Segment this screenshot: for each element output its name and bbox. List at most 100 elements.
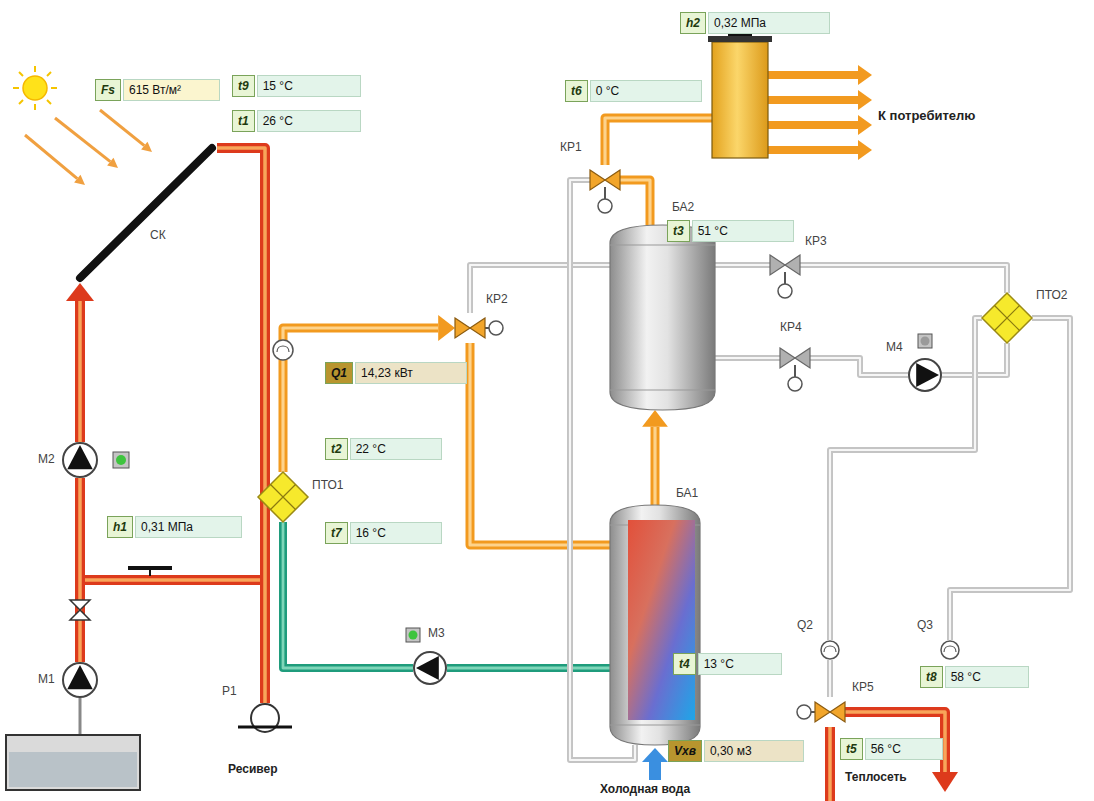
equipment-label: КР4	[780, 320, 802, 335]
valve-symbol-outline	[770, 250, 800, 280]
sensor-readout: t222 °C	[325, 438, 442, 460]
storage-tank-outline	[610, 505, 700, 745]
pipe-wall	[217, 148, 265, 703]
sensor-readout: h20,32 МПа	[680, 12, 830, 34]
valve-body	[815, 702, 830, 722]
storage-tank: БА1	[610, 505, 700, 745]
pipe-wall	[715, 355, 780, 361]
valve-stem	[784, 272, 786, 284]
pipe	[605, 118, 712, 165]
valve-symbol: КР3	[770, 250, 800, 280]
pipe-wall	[827, 660, 833, 697]
sensor-readout: t556 °C	[840, 738, 943, 760]
pipe	[642, 410, 668, 505]
valve-symbol: КР1	[590, 165, 620, 195]
tank-seam	[610, 245, 715, 390]
pipe-core	[217, 148, 265, 703]
equipment-label: КР2	[486, 292, 508, 307]
pipe-arrowhead	[438, 315, 455, 341]
pipe	[715, 265, 770, 266]
consumer-arrows	[768, 65, 872, 160]
pipe-core	[950, 318, 1070, 640]
bypass-pipe	[80, 580, 265, 581]
valve-actuator	[797, 705, 811, 719]
readout-value: 56 °C	[865, 738, 943, 760]
pipe	[620, 180, 650, 225]
receiver-symbol: P1Ресивер	[250, 703, 280, 733]
pipe-wall	[800, 265, 1007, 293]
valve-body	[470, 318, 485, 338]
pump-symbol: M2	[62, 442, 98, 478]
pipe-core	[800, 265, 1007, 293]
pipe-wall	[651, 427, 660, 505]
pipe-arrowhead	[66, 283, 94, 301]
flow-meter: Q3	[940, 640, 960, 660]
sensor-readout: t60 °C	[565, 80, 702, 102]
valve-body	[785, 255, 800, 275]
valve-body	[795, 348, 810, 368]
exchanger-body	[982, 293, 1032, 343]
status-indicator	[113, 334, 932, 642]
pipe-arrowhead	[642, 410, 668, 427]
readout-tag: Vхв	[668, 740, 702, 762]
pump-triangle	[416, 656, 439, 680]
readout-value: 615 Вт/м²	[123, 79, 220, 101]
pipe	[470, 265, 610, 313]
sensor-readout: Vхв0,30 м3	[668, 740, 804, 762]
sensor-readout: Q114,23 кВт	[325, 362, 467, 384]
valve-symbol: КР5	[815, 697, 845, 727]
readout-tag: t6	[565, 80, 588, 102]
valve-actuator	[788, 377, 802, 391]
readout-value: 14,23 кВт	[355, 362, 467, 384]
pipe-core	[78, 478, 82, 662]
readout-tag: Fs	[95, 79, 121, 101]
flow-meter-outline	[820, 640, 840, 660]
pipe-wall	[75, 301, 85, 442]
readout-value: 26 °C	[257, 110, 361, 132]
heating-network-pipe	[830, 712, 958, 801]
receiver-symbol-outline	[250, 703, 280, 733]
equipment-label: P1	[222, 684, 237, 699]
consumer-unit-outline	[712, 42, 768, 158]
pressure-gauge	[128, 566, 172, 576]
meter-body	[821, 641, 839, 659]
pipe	[283, 315, 455, 472]
pump-triangle	[67, 665, 93, 689]
sensor-readout: t126 °C	[232, 110, 361, 132]
equipment-label: КР5	[852, 680, 874, 695]
pipe-core	[447, 667, 610, 670]
tank-heat-map	[628, 520, 695, 720]
equipment-label: КР3	[805, 234, 827, 249]
valve-symbol-outline	[815, 697, 845, 727]
valve-symbol: КР4	[780, 343, 810, 373]
readout-value: 0,32 МПа	[708, 12, 830, 34]
pump-body	[909, 359, 941, 391]
valve-symbol-outline	[780, 343, 810, 373]
tank-body	[610, 225, 715, 410]
exchanger-body	[258, 472, 308, 522]
readout-value: 0,31 МПа	[135, 516, 242, 538]
readout-tag: t7	[325, 522, 348, 544]
pipe-core	[830, 318, 982, 640]
pump-symbol: M3	[413, 651, 447, 685]
pipe-wall	[810, 358, 908, 375]
pump-symbol-outline	[413, 651, 447, 685]
meter-dial	[944, 646, 956, 652]
equipment-label: БА1	[676, 486, 698, 501]
readout-tag: t9	[232, 75, 255, 97]
water-pool	[6, 698, 140, 790]
equipment-label: БА2	[672, 200, 694, 215]
valve-body	[770, 255, 785, 275]
pipe	[447, 668, 610, 669]
meter-dial	[824, 646, 836, 652]
sun-rays	[25, 110, 152, 185]
equipment-label: M2	[38, 452, 55, 467]
readout-tag: t2	[325, 438, 348, 460]
pipe-core	[810, 358, 908, 375]
shutoff-valve	[70, 600, 90, 620]
heat-exchanger: ПТО2	[982, 293, 1032, 343]
pump-body	[63, 443, 97, 477]
readout-value: 22 °C	[350, 438, 442, 460]
valve-actuator	[598, 199, 612, 213]
